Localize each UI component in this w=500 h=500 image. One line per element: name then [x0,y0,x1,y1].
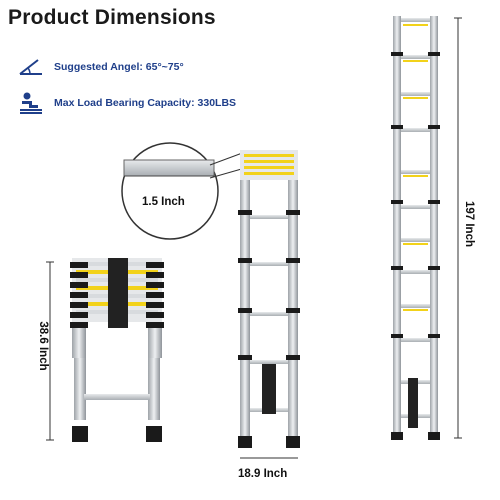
page-title: Product Dimensions [8,6,216,29]
collapsed-height-label: 38.6 Inch [37,321,49,371]
collapsed-ladder [46,258,164,442]
middle-ladder [238,150,300,459]
tube-detail-callout [121,142,246,240]
spec-load: Max Load Bearing Capacity: 330LBS [18,92,236,114]
person-load-icon [20,92,42,114]
spec-angle-label: Suggested Angel: 65°~75° [54,61,184,73]
spec-load-label: Max Load Bearing Capacity: 330LBS [54,97,237,109]
tube-diameter-label: 1.5 Inch [142,196,185,208]
spec-angle: Suggested Angel: 65°~75° [18,58,184,76]
extended-height-label: 197 Inch [463,200,475,248]
extended-ladder [391,16,462,440]
width-label: 18.9 Inch [238,468,288,480]
angle-icon [19,59,42,75]
